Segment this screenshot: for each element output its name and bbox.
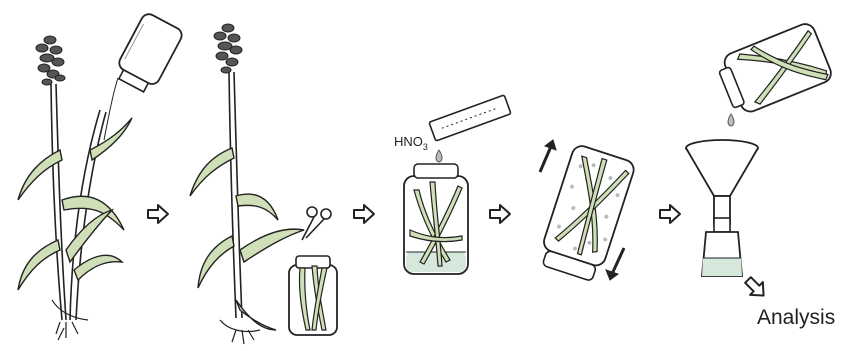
arrow-1 bbox=[148, 205, 168, 223]
acid-drop bbox=[436, 150, 442, 162]
seed-head-2 bbox=[214, 24, 242, 73]
pouring-jar bbox=[714, 21, 834, 117]
step-filter bbox=[686, 21, 834, 276]
pipette-icon bbox=[429, 95, 511, 141]
step-cut-plant bbox=[190, 24, 337, 344]
seed-head-1 bbox=[36, 36, 65, 85]
collection-bottle bbox=[702, 218, 742, 276]
shake-arrows-icon bbox=[606, 248, 624, 280]
scissors-icon bbox=[302, 207, 331, 240]
acid-label: HNO3 bbox=[394, 134, 428, 149]
jar-with-acid bbox=[404, 164, 468, 274]
step-rinse-plant bbox=[18, 11, 184, 340]
tilted-jar bbox=[536, 144, 636, 284]
step-shake-jar bbox=[536, 140, 636, 283]
filtrate-drop bbox=[728, 114, 734, 126]
funnel-icon bbox=[686, 140, 758, 224]
wash-bottle-icon bbox=[112, 11, 185, 95]
analysis-label: Analysis bbox=[757, 306, 835, 330]
acid-label-main: HNO bbox=[394, 134, 423, 149]
shake-up-arrow-icon bbox=[540, 140, 556, 172]
step-add-acid bbox=[404, 95, 511, 274]
arrow-2 bbox=[354, 205, 374, 223]
acid-label-subscript: 3 bbox=[423, 142, 428, 152]
jar-cut-leaves bbox=[289, 256, 337, 335]
arrow-3 bbox=[490, 205, 510, 223]
arrow-4 bbox=[660, 205, 680, 223]
outline-arrow-icon bbox=[742, 274, 770, 302]
